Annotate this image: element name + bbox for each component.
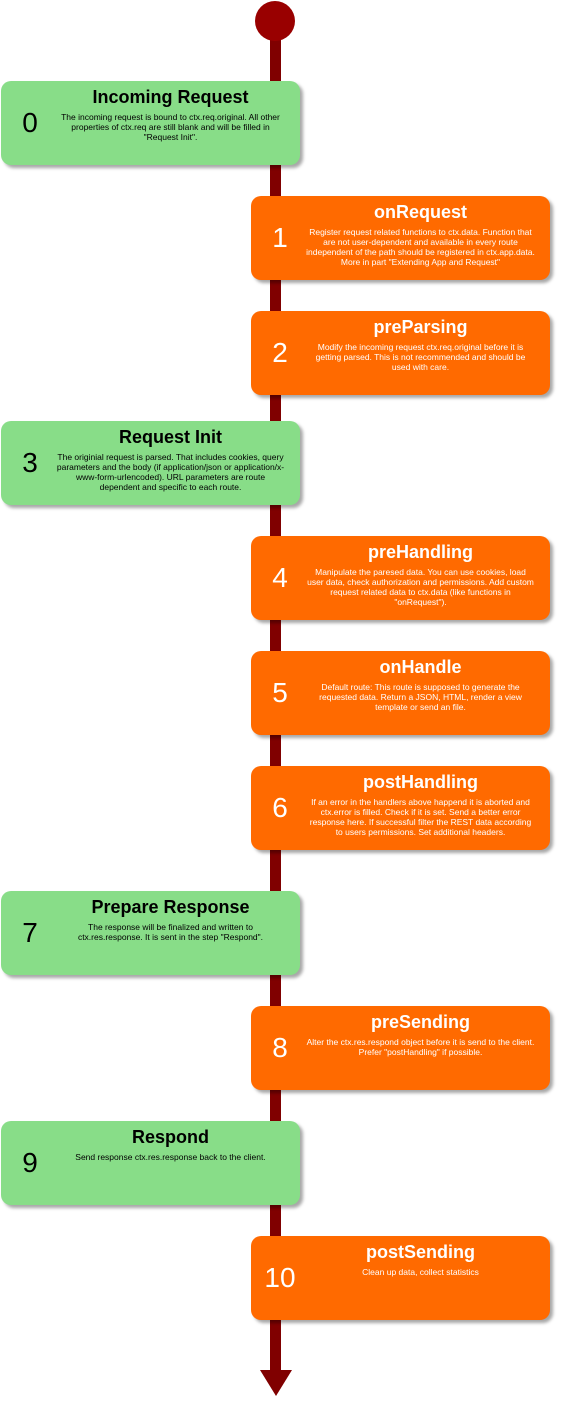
step-box-prepare-response: 7 Prepare Response The response will be … [1,891,300,975]
step-title: Request Init [118,427,222,447]
step-description: Alter the ctx.res.respond object before … [306,1037,535,1057]
step-box-preparsing: 2 preParsing Modify the incoming request… [251,311,550,395]
step-title: postSending [366,1242,475,1262]
step-box-respond: 9 Respond Send response ctx.res.response… [1,1121,300,1205]
step-description: The originial request is parsed. That in… [56,452,285,492]
step-description: Default route: This route is supposed to… [319,682,522,712]
step-box-prehandling: 4 preHandling Manipulate the paresed dat… [251,536,550,620]
step-number: 1 [272,222,288,253]
step-box-postsending: 10 postSending Clean up data, collect st… [251,1236,550,1320]
timeline-start-dot [255,1,295,41]
step-number: 9 [22,1147,38,1178]
step-description: Manipulate the paresed data. You can use… [307,567,534,607]
step-box-onhandle: 5 onHandle Default route: This route is … [251,651,550,735]
step-description: Register request related functions to ct… [306,227,535,267]
step-number: 0 [22,107,38,138]
step-title: Incoming Request [92,87,249,107]
step-description: Modify the incoming request ctx.req.orig… [315,342,526,372]
step-title: onHandle [379,657,462,677]
step-number: 3 [22,447,38,478]
step-number: 8 [272,1032,288,1063]
step-title: preParsing [373,317,468,337]
step-title: preHandling [367,542,473,562]
step-description: Clean up data, collect statistics [362,1267,479,1277]
step-number: 4 [272,562,288,593]
step-number: 2 [272,337,288,368]
step-description: The incoming request is bound to ctx.req… [61,112,280,142]
step-title: preSending [370,1012,470,1032]
step-box-presending: 8 preSending Alter the ctx.res.respond o… [251,1006,550,1090]
step-title: postHandling [363,772,478,792]
step-box-incoming-request: 0 Incoming Request The incoming request … [1,81,300,165]
step-box-posthandling: 6 postHandling If an error in the handle… [251,766,550,850]
step-box-request-init: 3 Request Init The originial request is … [1,421,300,505]
step-description: Send response ctx.res.response back to t… [75,1152,266,1162]
step-title: onRequest [373,202,467,222]
step-description: The response will be finalized and writt… [77,922,264,942]
step-number: 5 [272,677,288,708]
step-number: 7 [22,917,38,948]
step-number: 6 [272,792,288,823]
step-title: Prepare Response [91,897,250,917]
timeline-arrow-head [260,1370,292,1396]
step-box-onrequest: 1 onRequest Register request related fun… [251,196,550,280]
step-title: Respond [131,1127,209,1147]
step-number: 10 [264,1262,296,1293]
step-description: If an error in the handlers above happen… [309,797,532,837]
